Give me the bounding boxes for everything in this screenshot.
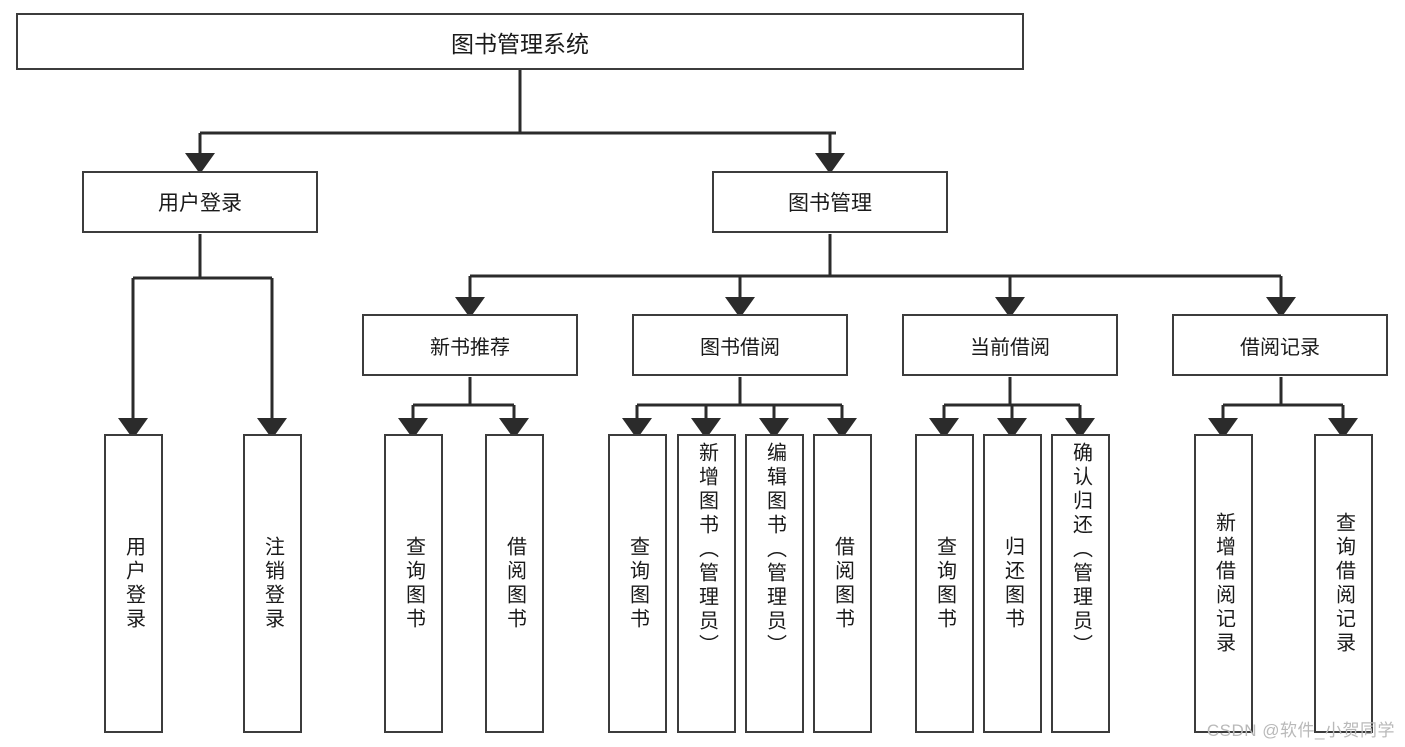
leaf-current-borrow-confirm[interactable]: 确认归还（管理员） xyxy=(1051,434,1110,733)
leaf-label: 查询图书 xyxy=(626,535,649,632)
leaf-label: 确认归还（管理员） xyxy=(1069,442,1092,658)
leaf-current-borrow-return[interactable]: 归还图书 xyxy=(983,434,1042,733)
leaf-label: 借阅图书 xyxy=(503,535,526,632)
node-root-label: 图书管理系统 xyxy=(451,30,589,57)
leaf-label: 编辑图书（管理员） xyxy=(763,442,786,658)
leaf-label: 借阅图书 xyxy=(831,535,854,632)
leaf-label: 查询借阅记录 xyxy=(1332,511,1355,656)
leaf-label: 注销登录 xyxy=(261,535,284,632)
leaf-user-login-login[interactable]: 用户登录 xyxy=(104,434,163,733)
leaf-label: 用户登录 xyxy=(122,535,145,632)
node-new-book-recommend-label: 新书推荐 xyxy=(430,336,510,359)
leaf-book-borrow-add[interactable]: 新增图书（管理员） xyxy=(677,434,736,733)
csdn-watermark: CSDN @软件_小贺同学 xyxy=(1206,721,1395,740)
leaf-book-borrow-borrow[interactable]: 借阅图书 xyxy=(813,434,872,733)
leaf-book-borrow-edit[interactable]: 编辑图书（管理员） xyxy=(745,434,804,733)
leaf-label: 查询图书 xyxy=(402,535,425,632)
leaf-label: 新增图书（管理员） xyxy=(695,442,718,658)
leaf-borrow-record-add[interactable]: 新增借阅记录 xyxy=(1194,434,1253,733)
leaf-label: 新增借阅记录 xyxy=(1212,511,1235,656)
leaf-book-borrow-query[interactable]: 查询图书 xyxy=(608,434,667,733)
node-user-login[interactable]: 用户登录 xyxy=(82,171,318,233)
node-borrow-record[interactable]: 借阅记录 xyxy=(1172,314,1388,376)
node-book-management-label: 图书管理 xyxy=(788,192,872,215)
leaf-label: 查询图书 xyxy=(933,535,956,632)
node-user-login-label: 用户登录 xyxy=(158,192,242,215)
leaf-new-book-borrow[interactable]: 借阅图书 xyxy=(485,434,544,733)
node-book-management[interactable]: 图书管理 xyxy=(712,171,948,233)
leaf-label: 归还图书 xyxy=(1001,535,1024,632)
node-current-borrow[interactable]: 当前借阅 xyxy=(902,314,1118,376)
leaf-current-borrow-query[interactable]: 查询图书 xyxy=(915,434,974,733)
node-borrow-record-label: 借阅记录 xyxy=(1240,336,1320,359)
node-book-borrow[interactable]: 图书借阅 xyxy=(632,314,848,376)
node-current-borrow-label: 当前借阅 xyxy=(970,336,1050,359)
node-new-book-recommend[interactable]: 新书推荐 xyxy=(362,314,578,376)
leaf-new-book-query[interactable]: 查询图书 xyxy=(384,434,443,733)
node-book-borrow-label: 图书借阅 xyxy=(700,336,780,359)
leaf-user-login-logout[interactable]: 注销登录 xyxy=(243,434,302,733)
node-root[interactable]: 图书管理系统 xyxy=(16,13,1024,70)
leaf-borrow-record-query[interactable]: 查询借阅记录 xyxy=(1314,434,1373,733)
